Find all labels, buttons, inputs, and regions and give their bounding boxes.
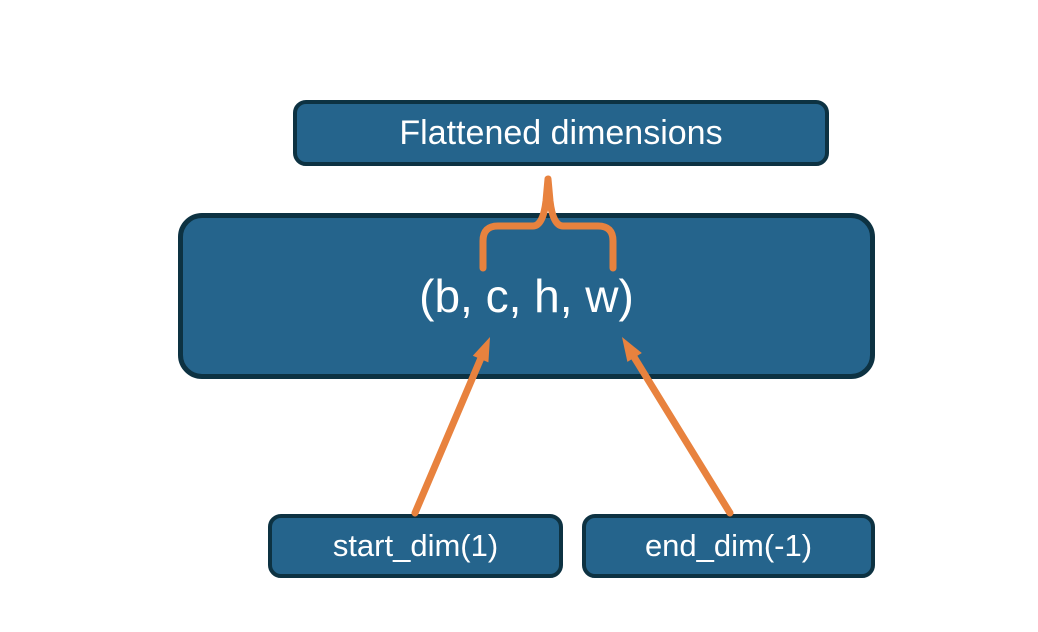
tensor-shape-label: (b, c, h, w): [419, 270, 634, 322]
start-dim-label: start_dim(1): [332, 528, 499, 563]
flattened-dimensions-label: Flattened dimensions: [399, 113, 723, 152]
start-dim-arrow: [411, 354, 485, 517]
flattened-dimensions-node: Flattened dimensions: [293, 100, 829, 166]
end-dim-arrow: [630, 353, 734, 517]
start-dim-node: start_dim(1): [268, 514, 563, 578]
end-dim-label: end_dim(-1): [644, 528, 813, 563]
tensor-shape-node: (b, c, h, w): [178, 213, 875, 379]
end-dim-node: end_dim(-1): [582, 514, 875, 578]
